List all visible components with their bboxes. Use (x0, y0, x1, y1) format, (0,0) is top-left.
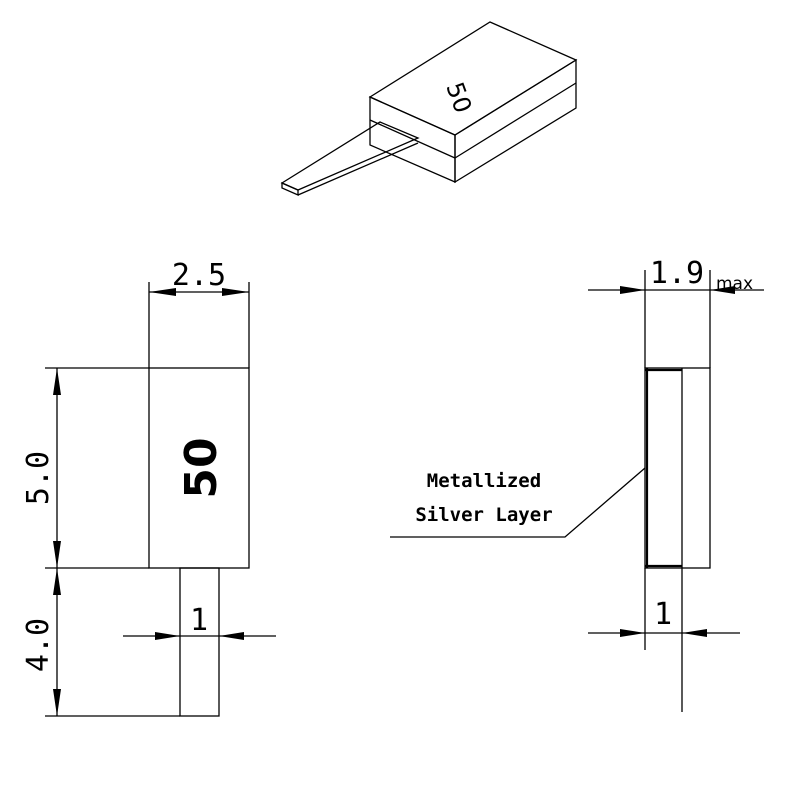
dim-thickness-suffix: max (716, 274, 753, 294)
side-view: 1.9 max 1 Metallized Silver Layer (390, 256, 764, 712)
iso-lead-end (281, 182, 299, 196)
dim-body-height: 5.0 (21, 451, 56, 505)
dim-arrow (155, 632, 180, 640)
front-lead (179, 567, 220, 717)
dim-arrow (53, 541, 61, 568)
dim-lead-width-side: 1 (654, 597, 672, 632)
front-part-marking: 50 (176, 437, 227, 498)
callout-leader (390, 467, 646, 538)
iso-seam-right (454, 82, 577, 159)
iso-seam-front (369, 119, 456, 159)
dim-arrow (53, 368, 61, 395)
dim-thickness: 1.9 (650, 256, 704, 291)
side-body (644, 367, 711, 569)
dim-arrow (149, 288, 176, 296)
dim-arrow (620, 629, 645, 637)
iso-right-face (454, 58, 577, 184)
callout-line-2: Silver Layer (415, 504, 552, 526)
dim-arrow (53, 689, 61, 716)
dim-lead-length: 4.0 (21, 618, 56, 672)
dim-arrow (710, 286, 735, 294)
dim-arrow (682, 629, 707, 637)
dim-lead-width-front: 1 (190, 603, 208, 638)
dim-arrow (222, 288, 249, 296)
isometric-view: 50 (280, 21, 578, 196)
dim-arrow (620, 286, 645, 294)
callout-line-1: Metallized (427, 470, 541, 492)
dim-arrow (219, 632, 244, 640)
dim-body-width: 2.5 (172, 258, 226, 293)
dim-arrow (53, 568, 61, 595)
iso-part-marking: 50 (440, 78, 477, 116)
iso-lead-edge (297, 142, 419, 196)
front-view: 50 2.5 5.0 4.0 1 (21, 258, 276, 717)
